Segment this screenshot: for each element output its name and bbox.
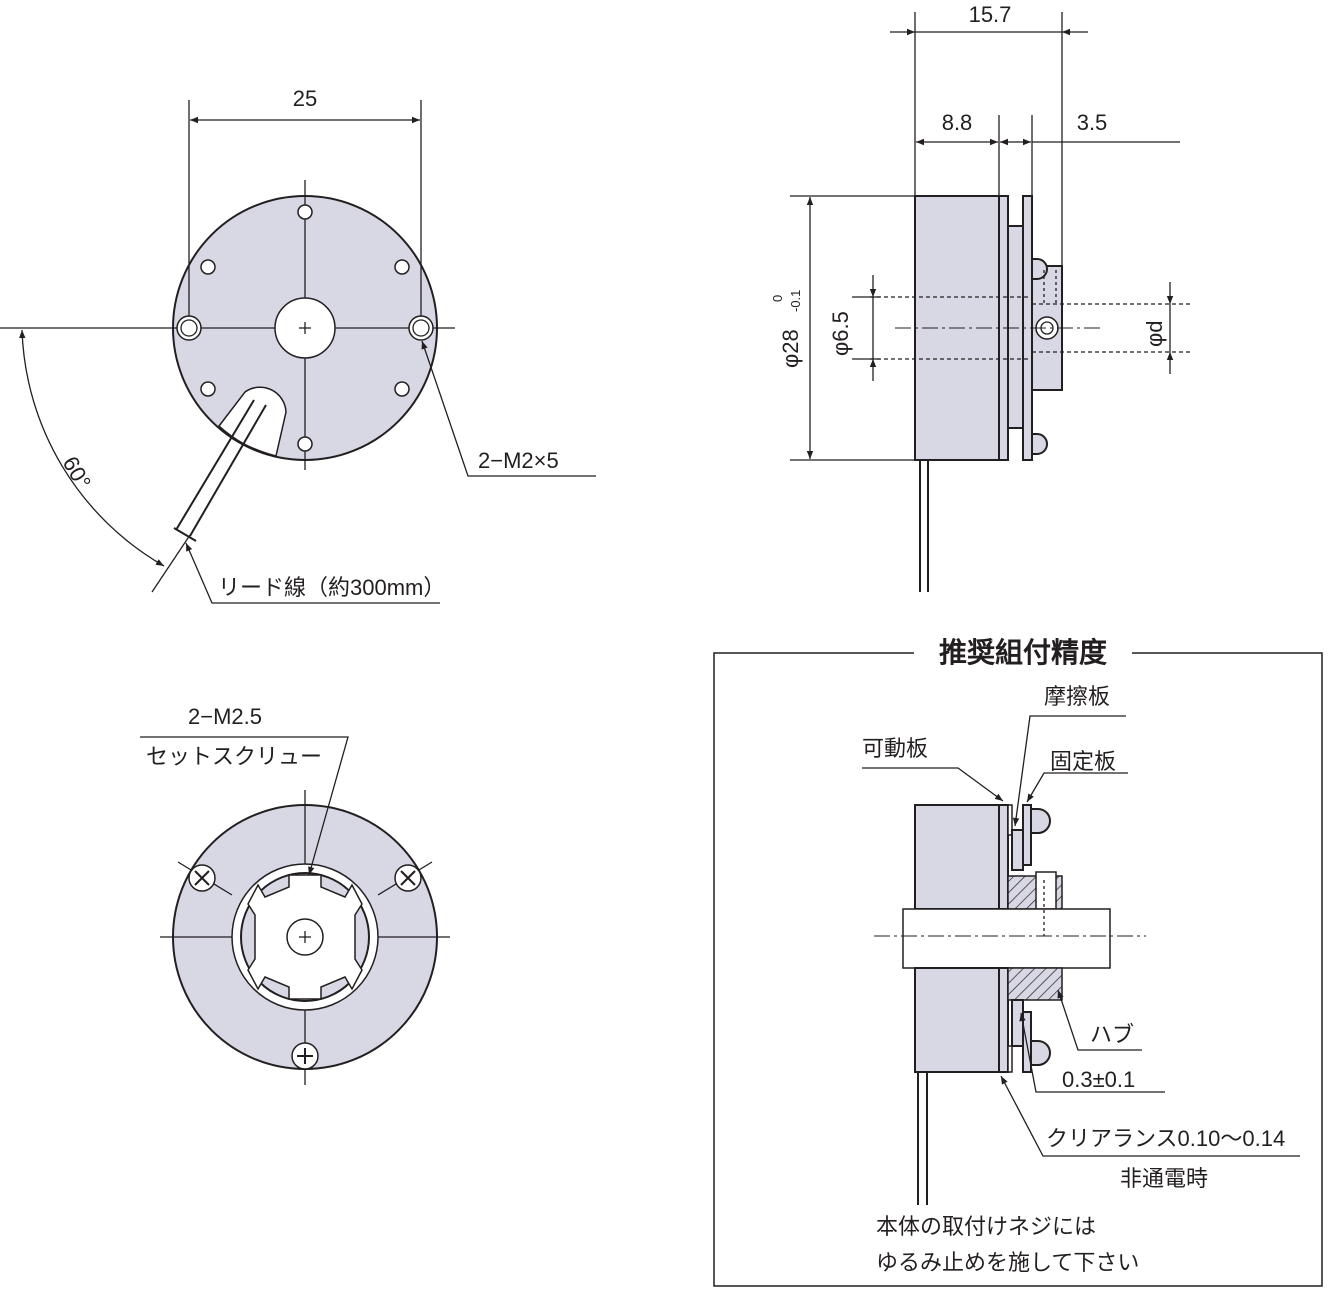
asm-friction-plate-lower — [1011, 999, 1024, 1047]
armature-leader — [862, 767, 1004, 802]
phillips-screw-icon — [188, 864, 216, 892]
lead-wire-line-a — [175, 399, 255, 531]
rear-view: 2−M2.5 セットスクリュー — [140, 704, 450, 1085]
side-rivet-bottom — [1031, 433, 1048, 455]
asm-friction-plate-upper — [1011, 829, 1024, 871]
front-view: 25 60° 2−M2×5 リード線（約300mm） — [0, 86, 596, 604]
gap-leader — [1019, 1012, 1165, 1093]
friction-plate-leader — [1012, 715, 1126, 827]
deenergized-label: 非通電時 — [1120, 1166, 1208, 1191]
asm-fixed-upper — [1022, 804, 1032, 866]
asm-hub-lower — [1007, 967, 1063, 1001]
dim-60deg: 60° — [58, 452, 96, 493]
asm-armature-upper — [998, 804, 1009, 910]
asm-friction-upper — [1007, 804, 1013, 836]
asm-rivet-lower — [1030, 1040, 1051, 1066]
asm-setscrew — [1035, 871, 1057, 910]
front-mount-hole-right-inner — [412, 319, 430, 337]
dim-phi28-tol-upper: 0 — [770, 295, 785, 302]
dim-phi28: φ28 — [778, 329, 803, 368]
setscrew-label: セットスクリュー — [146, 744, 322, 769]
fixed-plate-leader — [1026, 772, 1128, 803]
front-small-hole — [297, 204, 313, 220]
lead-wire-end — [173, 527, 197, 542]
asm-friction-lower — [1007, 1045, 1013, 1073]
lead-wire-line-b — [189, 404, 267, 537]
dim-3-5: 3.5 — [1077, 110, 1108, 135]
front-mount-hole-left-inner — [180, 319, 198, 337]
mount-holes-label: 2−M2×5 — [478, 448, 559, 473]
dim-15-7: 15.7 — [969, 2, 1012, 27]
asm-coil-lower — [914, 967, 1000, 1073]
side-view: 15.7 8.8 3.5 φ28 0 -0.1 φ6.5 φd — [770, 2, 1190, 592]
note-line-1: 本体の取付けネジには — [876, 1214, 1096, 1239]
setscrew-leader — [140, 736, 349, 876]
hub-leader — [1057, 989, 1142, 1051]
front-small-hole — [297, 436, 313, 452]
lead-wire-leader — [185, 542, 440, 604]
clearance-label: クリアランス0.10〜0.14 — [1046, 1126, 1285, 1151]
assembly-title-bg — [914, 632, 1132, 672]
front-small-hole — [200, 259, 216, 275]
asm-shaft — [902, 908, 1111, 969]
front-small-hole — [200, 381, 216, 397]
phillips-screw-icon — [394, 864, 422, 892]
asm-rivet-upper — [1030, 808, 1051, 834]
lead-wire-boss — [217, 386, 287, 457]
note-line-2: ゆるみ止めを施して下さい — [876, 1250, 1139, 1275]
hub-label: ハブ — [1090, 1022, 1134, 1047]
clearance-leader — [1000, 1075, 1300, 1157]
dim-25: 25 — [293, 86, 317, 111]
angle-arc — [19, 329, 165, 567]
front-small-hole — [394, 259, 410, 275]
front-small-hole — [394, 381, 410, 397]
dim-phid: φd — [1142, 320, 1167, 347]
side-rivet-top — [1031, 258, 1048, 280]
side-friction-plate — [1007, 225, 1024, 429]
armature-label: 可動板 — [862, 736, 928, 761]
lead-wire-label: リード線（約300mm） — [218, 575, 445, 600]
dim-phi28-tol-lower: -0.1 — [788, 290, 803, 312]
asm-armature-lower — [998, 967, 1009, 1073]
asm-coil-upper — [914, 804, 1000, 910]
dim-8-8: 8.8 — [942, 110, 973, 135]
fixed-plate-label: 固定板 — [1050, 749, 1116, 774]
friction-plate-label: 摩擦板 — [1044, 684, 1110, 709]
gap-label: 0.3±0.1 — [1062, 1067, 1135, 1092]
setscrew-spec-label: 2−M2.5 — [188, 704, 262, 729]
dim-phi6-5: φ6.5 — [828, 311, 853, 356]
mount-hole-leader — [421, 340, 596, 477]
assembly-box: 推奨組付精度 摩擦板 可動板 固定板 ハブ — [713, 632, 1323, 1287]
assembly-title: 推奨組付精度 — [939, 636, 1107, 668]
angle-ext-line — [151, 534, 191, 593]
phillips-screw-icon — [291, 1042, 319, 1070]
